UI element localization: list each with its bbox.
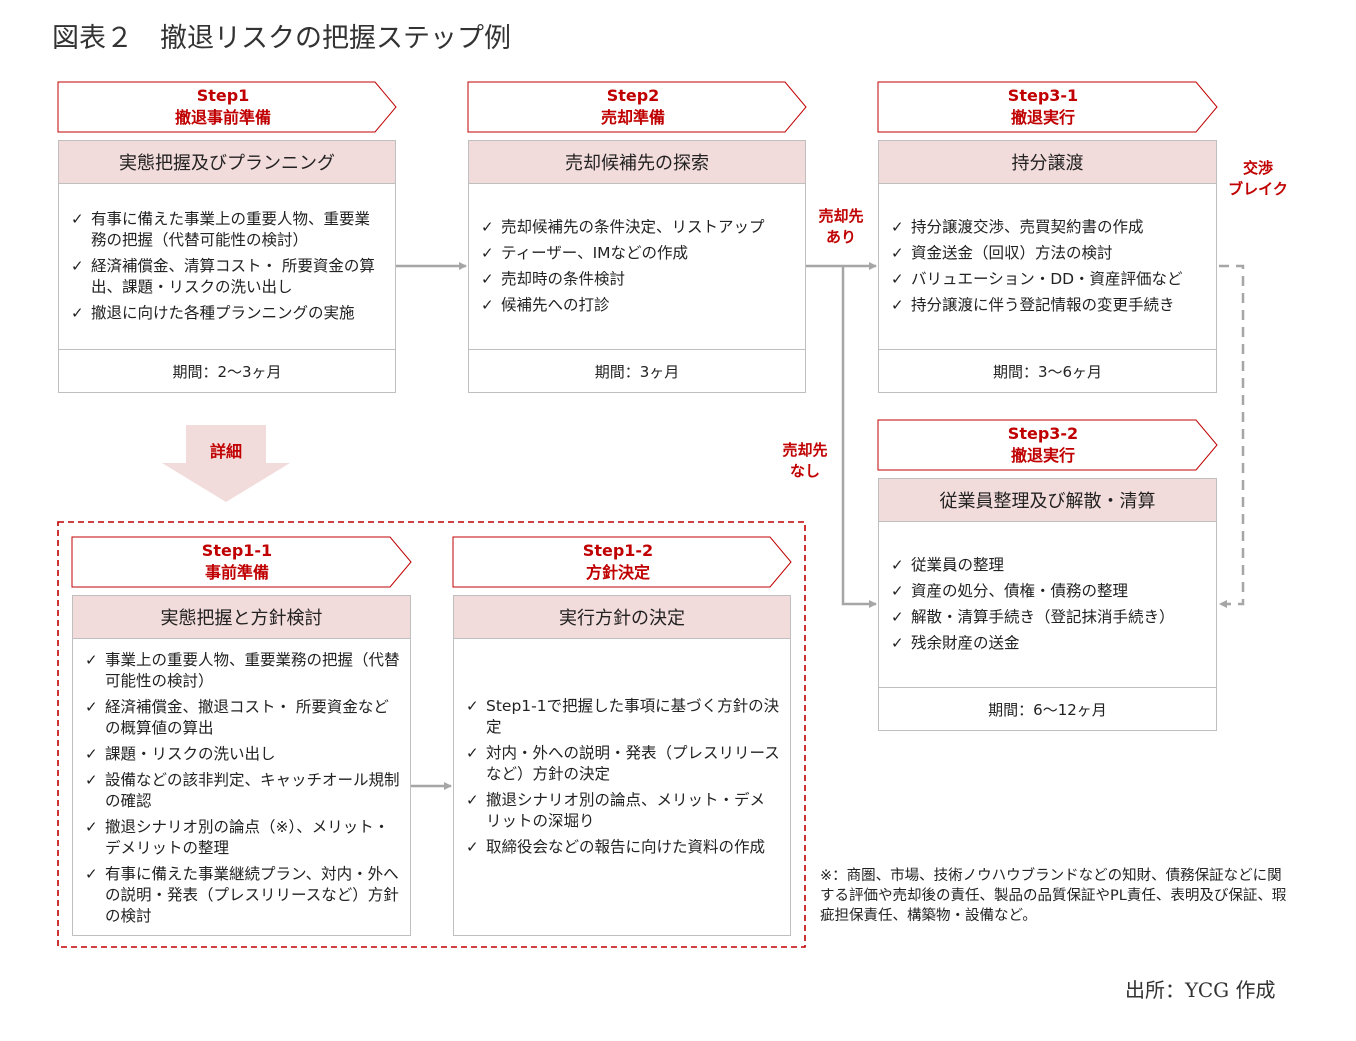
list-item: 候補先への打診 (479, 295, 795, 316)
list-item: 対内・外への説明・発表（プレスリリースなど）方針の決定 (464, 743, 780, 785)
list-item: 撤退シナリオ別の論点、メリット・デメリットの深堀り (464, 790, 780, 832)
step3-1-label: Step3-1 (1007, 86, 1079, 105)
step1-1-item-list: 事業上の重要人物、重要業務の把握（代替可能性の検討） 経済補償金、撤退コスト・ … (83, 650, 404, 932)
step2-item-list: 売却候補先の条件決定、リストアップ ティーザー、IMなどの作成 売却時の条件検討… (479, 217, 795, 321)
step3-1-box: 持分譲渡 持分譲渡交渉、売買契約書の作成 資金送金（回収）方法の検討 バリュエー… (878, 140, 1217, 393)
source-credit: 出所：YCG 作成 (1125, 978, 1276, 1002)
list-item: 資金送金（回収）方法の検討 (889, 243, 1206, 264)
list-item: 経済補償金、撤退コスト・ 所要資金などの概算値の算出 (83, 697, 404, 739)
step1-label: Step1 (196, 86, 250, 105)
step1-1-box: 実態把握と方針検討 事業上の重要人物、重要業務の把握（代替可能性の検討） 経済補… (72, 595, 411, 936)
negotiation-break-label: 交渉 ブレイク (1228, 159, 1288, 198)
step3-1-header: Step3-1 撤退実行 (878, 85, 1208, 129)
step1-period: 期間：2～3ヶ月 (59, 349, 395, 392)
list-item: 売却候補先の条件決定、リストアップ (479, 217, 795, 238)
step2-box: 売却候補先の探索 売却候補先の条件決定、リストアップ ティーザー、IMなどの作成… (468, 140, 806, 393)
step1-chevron (57, 81, 397, 133)
buyer-yes-label: 売却先 あり (818, 207, 864, 246)
step3-2-box: 従業員整理及び解散・清算 従業員の整理 資産の処分、債権・債務の整理 解散・清算… (878, 478, 1217, 731)
step1-item-list: 有事に備えた事業上の重要人物、重要業務の把握（代替可能性の検討） 経済補償金、清… (69, 209, 385, 329)
step3-2-header: Step3-2 撤退実行 (878, 423, 1208, 467)
step1-box: 実態把握及びプランニング 有事に備えた事業上の重要人物、重要業務の把握（代替可能… (58, 140, 396, 393)
step3-1-item-list: 持分譲渡交渉、売買契約書の作成 資金送金（回収）方法の検討 バリュエーション・D… (889, 217, 1206, 321)
footnote: ※：商圏、市場、技術ノウハウブランドなどの知財、債務保証などに関する評価や売却後… (820, 868, 1287, 924)
step1-1-label: Step1-1 (201, 541, 273, 560)
list-item: ティーザー、IMなどの作成 (479, 243, 795, 264)
figure-title: 図表２ 撤退リスクの把握ステップ例 (52, 23, 511, 54)
list-item: 撤退シナリオ別の論点（※）、メリット・デメリットの整理 (83, 817, 404, 859)
step1-header: Step1 撤退事前準備 (58, 85, 388, 129)
list-item: 課題・リスクの洗い出し (83, 744, 404, 765)
list-item: 持分譲渡交渉、売買契約書の作成 (889, 217, 1206, 238)
step2-chevron (467, 81, 807, 133)
list-item: 残余財産の送金 (889, 633, 1206, 654)
list-item: 事業上の重要人物、重要業務の把握（代替可能性の検討） (83, 650, 404, 692)
step1-2-chevron (452, 536, 792, 588)
step3-2-chevron (877, 419, 1218, 471)
step3-2-sublabel: 撤退実行 (1010, 446, 1075, 465)
step1-2-sublabel: 方針決定 (585, 563, 650, 582)
step1-1-header: Step1-1 事前準備 (72, 540, 402, 584)
step1-1-sublabel: 事前準備 (204, 563, 269, 582)
step3-1-box-title: 持分譲渡 (879, 141, 1216, 184)
list-item: 取締役会などの報告に向けた資料の作成 (464, 837, 780, 858)
step1-1-box-title: 実態把握と方針検討 (73, 596, 410, 639)
step3-1-period: 期間：3～6ヶ月 (879, 349, 1216, 392)
step1-2-header: Step1-2 方針決定 (453, 540, 783, 584)
list-item: 有事に備えた事業継続プラン、対内・外への説明・発表（プレスリリースなど）方針の検… (83, 864, 404, 927)
list-item: 解散・清算手続き（登記抹消手続き） (889, 607, 1206, 628)
list-item: 従業員の整理 (889, 555, 1206, 576)
buyer-no-label: 売却先 なし (782, 441, 828, 480)
step1-sublabel: 撤退事前準備 (174, 108, 271, 127)
step2-sublabel: 売却準備 (600, 108, 665, 127)
step2-period: 期間：3ヶ月 (469, 349, 805, 392)
list-item: 資産の処分、債権・債務の整理 (889, 581, 1206, 602)
step1-2-item-list: Step1-1で把握した事項に基づく方針の決定 対内・外への説明・発表（プレスリ… (464, 696, 780, 863)
list-item: 設備などの該非判定、キャッチオール規制の確認 (83, 770, 404, 812)
detail-arrow (162, 425, 290, 502)
step1-2-label: Step1-2 (582, 541, 654, 560)
list-item: 撤退に向けた各種プランニングの実施 (69, 303, 385, 324)
list-item: 持分譲渡に伴う登記情報の変更手続き (889, 295, 1206, 316)
list-item: バリュエーション・DD・資産評価など (889, 269, 1206, 290)
list-item: Step1-1で把握した事項に基づく方針の決定 (464, 696, 780, 738)
step1-box-title: 実態把握及びプランニング (59, 141, 395, 184)
detail-frame (57, 521, 806, 948)
step1-2-box: 実行方針の決定 Step1-1で把握した事項に基づく方針の決定 対内・外への説明… (453, 595, 791, 936)
list-item: 有事に備えた事業上の重要人物、重要業務の把握（代替可能性の検討） (69, 209, 385, 251)
step2-box-title: 売却候補先の探索 (469, 141, 805, 184)
step1-1-chevron (71, 536, 412, 588)
step3-2-item-list: 従業員の整理 資産の処分、債権・債務の整理 解散・清算手続き（登記抹消手続き） … (889, 555, 1206, 659)
list-item: 売却時の条件検討 (479, 269, 795, 290)
detail-label: 詳細 (209, 442, 242, 461)
step3-2-box-title: 従業員整理及び解散・清算 (879, 479, 1216, 522)
step2-header: Step2 売却準備 (468, 85, 798, 129)
step3-2-label: Step3-2 (1007, 424, 1079, 443)
step2-label: Step2 (606, 86, 660, 105)
list-item: 経済補償金、清算コスト・ 所要資金の算出、課題・リスクの洗い出し (69, 256, 385, 298)
step3-1-sublabel: 撤退実行 (1010, 108, 1075, 127)
step3-2-period: 期間：6～12ヶ月 (879, 687, 1216, 730)
step1-2-box-title: 実行方針の決定 (454, 596, 790, 639)
step3-1-chevron (877, 81, 1218, 133)
